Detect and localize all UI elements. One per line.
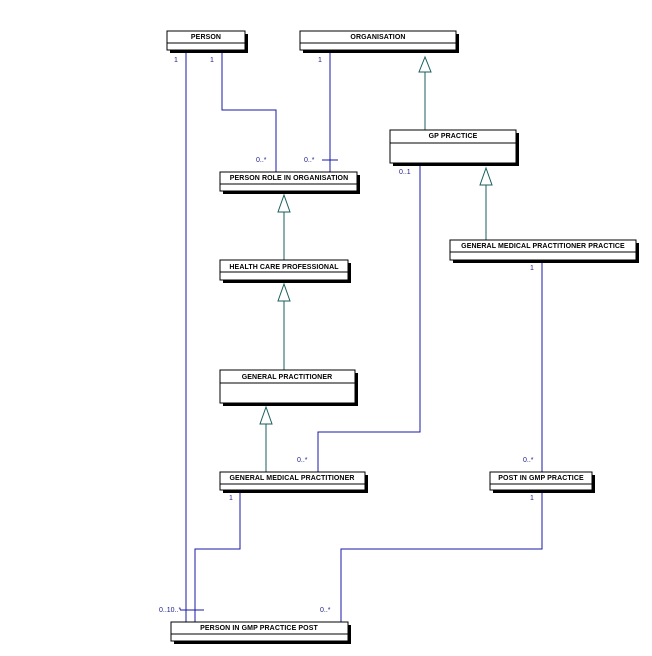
class-hcp[interactable]: HEALTH CARE PROFESSIONAL <box>219 259 351 283</box>
mult-person-left: 1 <box>174 57 178 64</box>
gp-generalization-arrow <box>277 282 291 302</box>
class-hcp-name: HEALTH CARE PROFESSIONAL <box>229 264 339 271</box>
gp-practice-to-gmp-line <box>317 166 421 472</box>
class-gp-practice-name: GP PRACTICE <box>429 133 478 140</box>
class-post-gmp-name: POST IN GMP PRACTICE <box>498 475 584 482</box>
mult-role-org: 0..* <box>304 157 315 164</box>
class-person-post-name: PERSON IN GMP PRACTICE POST <box>200 625 318 632</box>
class-gp-name: GENERAL PRACTITIONER <box>242 374 333 381</box>
class-post-gmp[interactable]: POST IN GMP PRACTICE <box>489 471 595 493</box>
hcp-generalization-arrow <box>277 193 291 213</box>
post-to-person-post-line <box>340 490 543 622</box>
mult-post-bottom: 1 <box>530 495 534 502</box>
person-to-role-line <box>221 52 277 172</box>
mult-person-post-left: 0..10..* <box>159 607 181 614</box>
class-organisation[interactable]: ORGANISATION <box>299 30 459 53</box>
class-gmp-practice-name: GENERAL MEDICAL PRACTITIONER PRACTICE <box>461 243 625 250</box>
mult-gp-practice-bottom: 0..1 <box>399 169 411 176</box>
gmp-generalization-arrow <box>259 405 273 425</box>
mult-post-top: 0..* <box>523 457 534 464</box>
gmp-to-person-post-line <box>194 490 241 622</box>
mult-gmp-bottom: 1 <box>229 495 233 502</box>
mult-person-right: 1 <box>210 57 214 64</box>
mult-gmp-practice-bottom: 1 <box>530 265 534 272</box>
class-gp[interactable]: GENERAL PRACTITIONER <box>219 369 358 406</box>
class-gp-practice[interactable]: GP PRACTICE <box>389 129 519 166</box>
class-person-post[interactable]: PERSON IN GMP PRACTICE POST <box>170 621 351 644</box>
class-person[interactable]: PERSON <box>166 30 248 53</box>
mult-gmp-practice-link: 0..* <box>297 457 308 464</box>
class-person-role-name: PERSON ROLE IN ORGANISATION <box>230 175 348 182</box>
class-gmp-name: GENERAL MEDICAL PRACTITIONER <box>229 475 354 482</box>
mult-person-post-right: 0..* <box>320 607 331 614</box>
class-gmp[interactable]: GENERAL MEDICAL PRACTITIONER <box>219 471 368 493</box>
mult-organisation-bottom: 1 <box>318 57 322 64</box>
class-organisation-name: ORGANISATION <box>350 34 405 41</box>
class-gmp-practice[interactable]: GENERAL MEDICAL PRACTITIONER PRACTICE <box>449 239 639 263</box>
class-person-name: PERSON <box>191 34 221 41</box>
gmp-practice-generalization-arrow <box>479 166 493 186</box>
gp-practice-generalization-arrow <box>418 55 432 73</box>
class-person-role[interactable]: PERSON ROLE IN ORGANISATION <box>219 171 360 194</box>
mult-role-person: 0..* <box>256 157 267 164</box>
